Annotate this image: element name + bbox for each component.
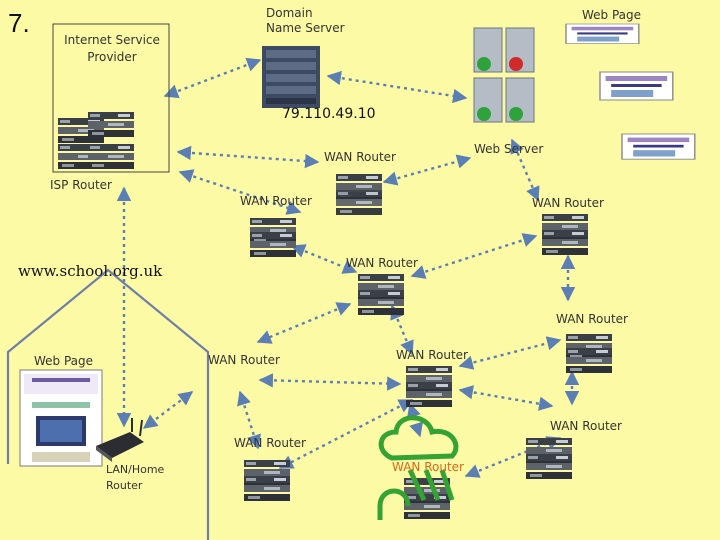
connection-lines bbox=[116, 57, 580, 478]
isp-box bbox=[52, 23, 170, 173]
link-wan-webserver bbox=[382, 154, 472, 186]
link-isp-wan-left bbox=[178, 169, 302, 215]
isp-router-icon bbox=[58, 112, 134, 169]
wireless-router-icon bbox=[96, 418, 144, 462]
link-wan-left-center bbox=[290, 244, 358, 274]
link-center-wan-right bbox=[410, 233, 538, 279]
link-wan-mid-midright bbox=[258, 373, 402, 391]
web-page-home-label: Web Page bbox=[34, 354, 94, 368]
web-page-top-label: Web Page bbox=[582, 8, 642, 22]
home-webpage-icon bbox=[19, 369, 103, 467]
link-wan-mid-lan bbox=[142, 391, 194, 429]
link-midright-wan-lower bbox=[458, 385, 554, 411]
school-url: www.school.org.uk bbox=[18, 262, 163, 280]
dns-label: Domain Name Server bbox=[266, 6, 345, 35]
lan-home-router-label: LAN/Home Router bbox=[106, 463, 165, 492]
link-isp-dns bbox=[163, 57, 262, 99]
wan-router-label-lower: WAN Router bbox=[550, 419, 622, 433]
isp-router-label: ISP Router bbox=[50, 178, 112, 192]
isp-label: Internet Service Provider bbox=[64, 33, 160, 64]
house-outline bbox=[6, 268, 210, 540]
server-tower-icon bbox=[262, 46, 320, 108]
cloud-icon bbox=[377, 415, 459, 520]
link-midright-wan-right2 bbox=[458, 336, 562, 370]
wan-router-label-bottom: WAN Router bbox=[234, 436, 306, 450]
wan-router-label-midright: WAN Router bbox=[396, 348, 468, 362]
wan-router-label-mid: WAN Router bbox=[208, 353, 280, 367]
web-server-label: Web Server bbox=[474, 142, 544, 156]
wan-router-label-center: WAN Router bbox=[346, 256, 418, 270]
wan-router-label-left: WAN Router bbox=[240, 194, 312, 208]
wan-router-label-cloud: WAN Router bbox=[392, 460, 464, 474]
webpage-thumbnail-icon bbox=[565, 23, 696, 160]
link-isp-wan-top bbox=[176, 145, 320, 169]
link-dns-webserver bbox=[326, 70, 468, 104]
web-server-rack-icon bbox=[473, 27, 535, 123]
wan-router-label-right: WAN Router bbox=[532, 196, 604, 210]
wan-router-label-right2: WAN Router bbox=[556, 312, 628, 326]
wan-router-label-top: WAN Router bbox=[324, 150, 396, 164]
slide-number: 7. bbox=[8, 8, 30, 38]
link-wan-mid-bottom bbox=[237, 390, 261, 450]
link-center-wan-mid bbox=[256, 302, 352, 344]
dns-ip-address: 79.110.49.10 bbox=[282, 106, 376, 122]
